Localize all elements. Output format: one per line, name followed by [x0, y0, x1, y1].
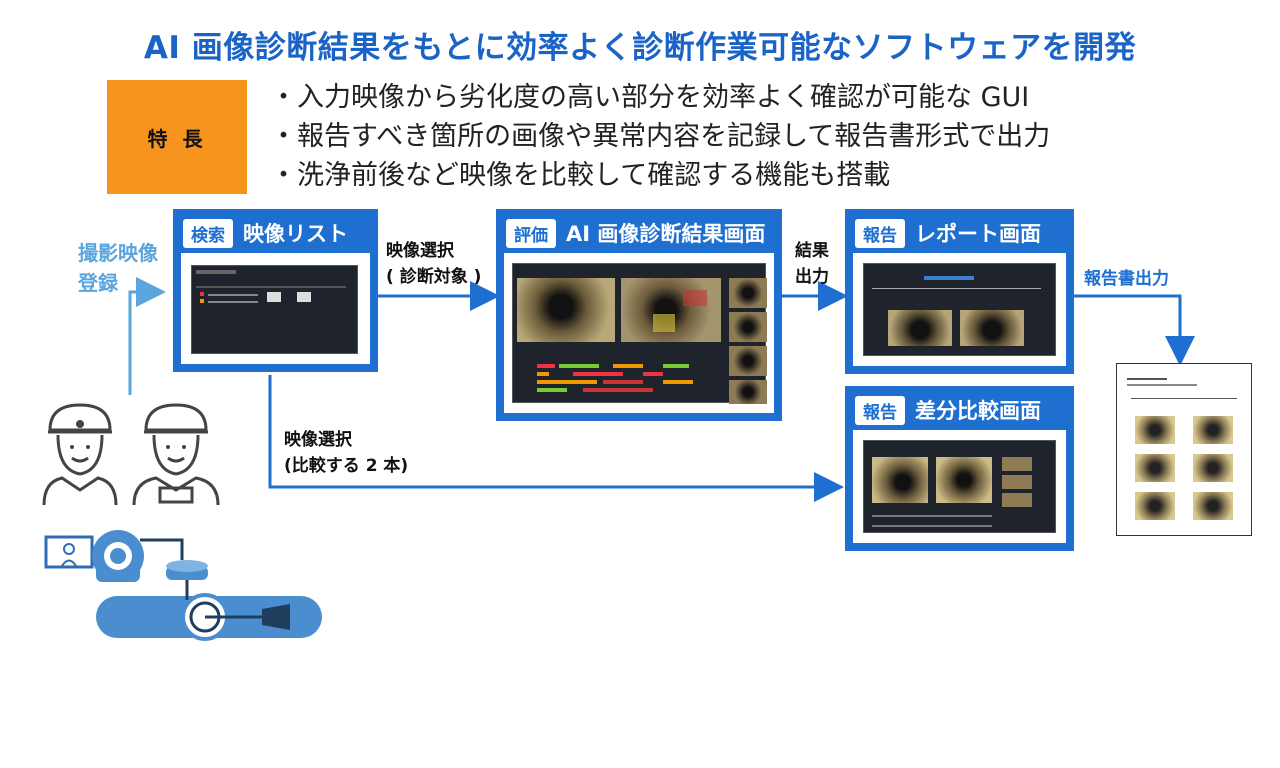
panel-diff: 報告 差分比較画面: [845, 386, 1074, 551]
panel-title: 差分比較画面: [915, 399, 1041, 423]
feature-list: ・入力映像から劣化度の高い部分を効率よく確認が可能な GUI ・報告すべき箇所の…: [270, 78, 1050, 195]
monitor-icon: [44, 535, 94, 569]
panel-title: 映像リスト: [243, 222, 348, 246]
panel-ai-result: 評価 AI 画像診断結果画面: [496, 209, 782, 421]
feature-item: ・洗浄前後など映像を比較して確認する機能も搭載: [270, 160, 891, 191]
panel-title: レポート画面: [915, 222, 1041, 246]
result-out-label: 結果 出力: [795, 241, 829, 287]
arrow-list-to-diff: [268, 375, 844, 502]
report-out-label: 報告書出力: [1084, 269, 1169, 289]
panel-video-list: 検索 映像リスト: [173, 209, 378, 372]
panel-report: 報告 レポート画面: [845, 209, 1074, 374]
video-list-screenshot[interactable]: [191, 265, 358, 354]
select-diag-label: 映像選択 ( 診断対象 ): [386, 241, 482, 287]
panel-tag: 報告: [855, 218, 905, 248]
panel-tag: 検索: [183, 218, 233, 248]
register-label: 撮影映像 登録: [78, 241, 158, 295]
panel-header: 報告 差分比較画面: [849, 390, 1070, 430]
arrow-report-to-doc: [1074, 294, 1195, 366]
report-document: [1116, 363, 1252, 536]
panel-tag: 報告: [855, 395, 905, 425]
ai-result-screenshot[interactable]: [512, 263, 767, 404]
feature-badge: 特 長: [107, 80, 247, 194]
feature-item: ・報告すべき箇所の画像や異常内容を記録して報告書形式で出力: [270, 121, 1051, 152]
panel-header: 報告 レポート画面: [849, 213, 1070, 253]
panel-title: AI 画像診断結果画面: [566, 222, 766, 246]
arrow-register: [128, 277, 166, 395]
camera-icon: [262, 604, 290, 630]
panel-header: 評価 AI 画像診断結果画面: [500, 213, 778, 253]
panel-header: 検索 映像リスト: [177, 213, 374, 253]
diff-screenshot[interactable]: [863, 440, 1056, 533]
page-title: AI 画像診断結果をもとに効率よく診断作業可能なソフトウェアを開発: [143, 30, 1137, 66]
select-compare-label: 映像選択 (比較する 2 本): [284, 430, 409, 476]
panel-tag: 評価: [506, 218, 556, 248]
report-screenshot[interactable]: [863, 263, 1056, 356]
feature-item: ・入力映像から劣化度の高い部分を効率よく確認が可能な GUI: [270, 82, 1030, 113]
